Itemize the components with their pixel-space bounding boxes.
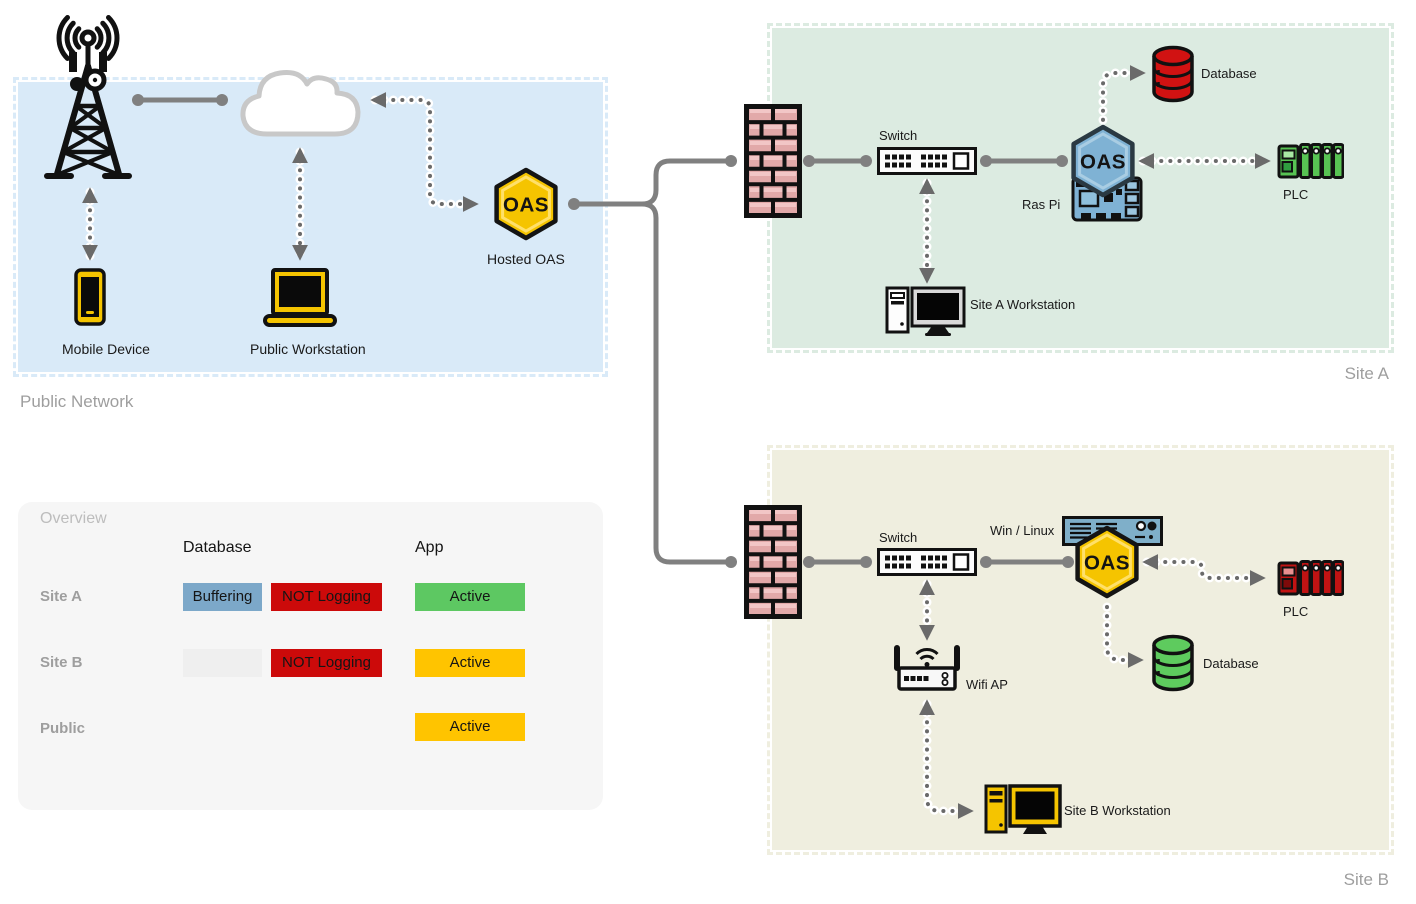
oas-text-site-b: OAS: [1084, 552, 1130, 575]
plc-label-site-b: PLC: [1283, 604, 1309, 619]
site-a-label: Site A: [1344, 364, 1389, 383]
site-b-database-status-badge: [183, 649, 262, 677]
plc-label-site-a: PLC: [1283, 187, 1309, 202]
firewall-icon-a: [744, 104, 802, 218]
hosted-oas-hexagon: OAS: [494, 167, 558, 241]
site-a-database-status-badge: Buffering: [183, 583, 262, 611]
public-network-label: Public Network: [20, 392, 134, 411]
mobile-device-icon: [74, 268, 106, 326]
firewall-icon-b: [744, 505, 802, 619]
hosted-oas-label: Hosted OAS: [487, 251, 565, 267]
ras-pi-label: Ras Pi: [1022, 197, 1061, 212]
plc-icon-site-a: [1277, 143, 1344, 179]
site-b-app-status-badge: Active: [415, 649, 525, 677]
public-app-status-badge: Active: [415, 713, 525, 741]
switch-icon-b: [877, 548, 977, 576]
wifi-ap-icon: [894, 645, 960, 691]
switch-label-site-b: Switch: [879, 530, 918, 545]
mobile-device-label: Mobile Device: [62, 341, 150, 357]
database-icon-site-b: [1152, 634, 1194, 692]
oas-hexagon-site-b: OAS: [1075, 525, 1139, 599]
site-b-region: [767, 445, 1394, 855]
workstation-icon-site-a: [885, 286, 966, 336]
switch-label-site-a: Switch: [879, 128, 918, 143]
site-a-logging-status-badge: NOT Logging: [271, 583, 382, 611]
overview-title: Overview: [40, 510, 107, 527]
column-header-app: App: [415, 539, 444, 556]
column-header-database: Database: [183, 539, 252, 556]
site-b-label: Site B: [1343, 870, 1389, 889]
plc-icon-site-b: [1277, 560, 1344, 596]
workstation-label-site-a: Site A Workstation: [970, 297, 1076, 312]
oas-hexagon-site-a: OAS: [1071, 124, 1135, 198]
workstation-icon-site-b: [984, 784, 1062, 834]
overview-panel: Overview Database App Site A Buffering N…: [18, 502, 603, 810]
database-label-site-b: Database: [1203, 656, 1259, 671]
win-linux-label: Win / Linux: [990, 523, 1055, 538]
oas-text-site-a: OAS: [1080, 151, 1126, 174]
cell-tower-icon: [44, 15, 132, 179]
database-icon-site-a: [1152, 45, 1194, 103]
database-label-site-a: Database: [1201, 66, 1257, 81]
cloud-icon: [240, 70, 361, 137]
wifi-ap-label: Wifi AP: [966, 677, 1008, 692]
row-label-site-b: Site B: [40, 654, 83, 671]
site-b-logging-status-badge: NOT Logging: [271, 649, 382, 677]
workstation-label-site-b: Site B Workstation: [1064, 803, 1171, 818]
row-label-site-a: Site A: [40, 588, 82, 605]
row-label-public: Public: [40, 720, 86, 737]
site-a-app-status-badge: Active: [415, 583, 525, 611]
switch-icon-a: [877, 147, 977, 175]
laptop-icon: [263, 268, 337, 327]
hosted-oas-text: OAS: [503, 194, 549, 217]
public-workstation-label: Public Workstation: [250, 341, 366, 357]
